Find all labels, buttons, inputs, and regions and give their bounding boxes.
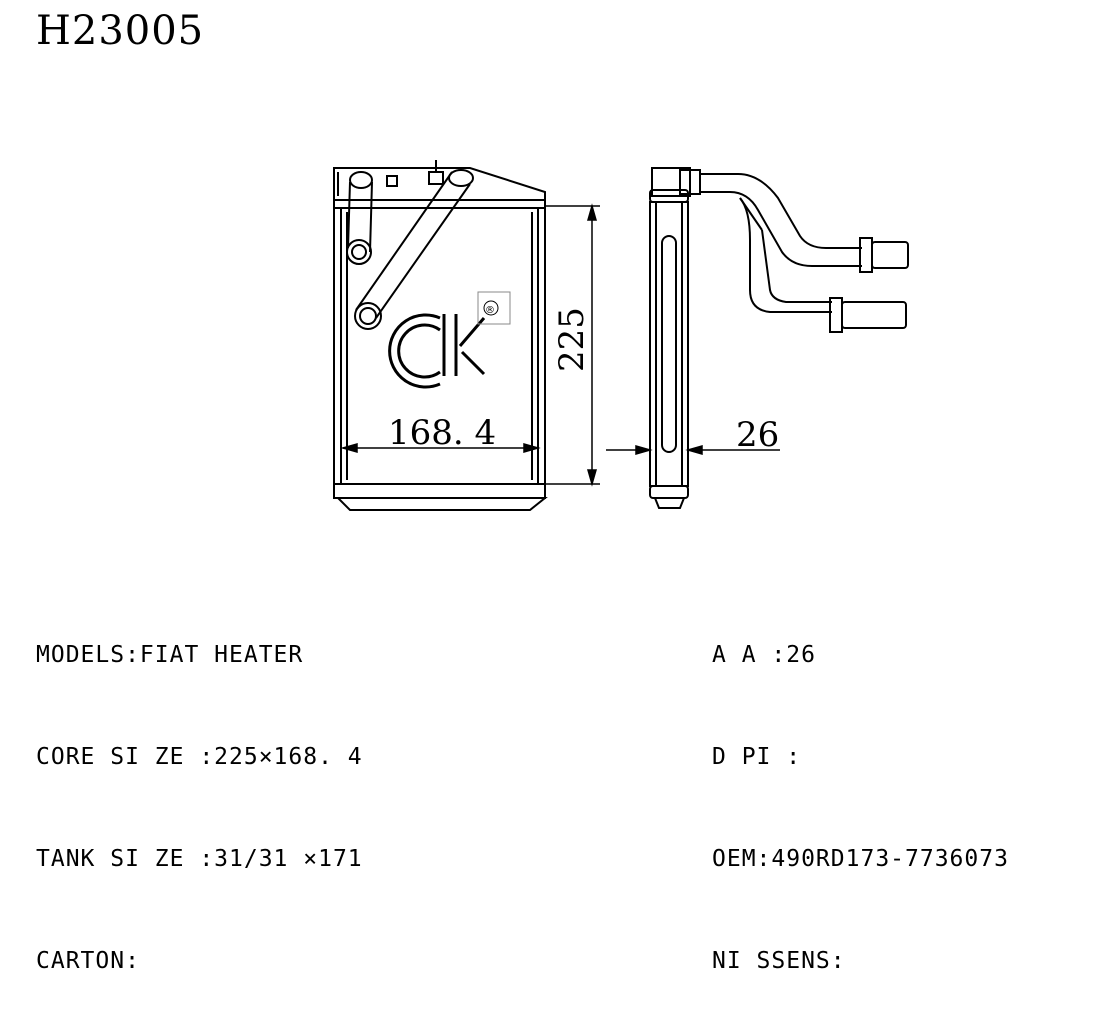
specs-left: MODELS:FIAT HEATER CORE SI ZE :225×168. … xyxy=(36,570,363,1012)
spec-oem: OEM:490RD173-7736073 xyxy=(712,846,1009,872)
spec-tank-size: TANK SI ZE :31/31 ×171 xyxy=(36,846,363,872)
dimension-lines xyxy=(340,203,780,487)
width-dimension-label: 168. 4 xyxy=(388,413,496,453)
front-view xyxy=(333,160,548,511)
spec-models: MODELS:FIAT HEATER xyxy=(36,642,304,668)
registered-mark: ® xyxy=(485,305,495,316)
spec-aa: A A :26 xyxy=(712,642,816,668)
spec-dpi: D PI : xyxy=(712,744,802,770)
thickness-dimension-label: 26 xyxy=(736,415,779,455)
heater-core-drawing: 168. 4 225 26 ® xyxy=(333,160,909,511)
spec-core-size: CORE SI ZE :225×168. 4 xyxy=(36,744,363,770)
specs-right: A A :26 D PI : OEM:490RD173-7736073 NI S… xyxy=(712,570,1009,1012)
spec-nissens: NI SSENS: xyxy=(712,948,846,974)
side-view xyxy=(649,167,909,509)
ck-logo xyxy=(388,291,511,389)
spec-carton: CARTON: xyxy=(36,948,140,974)
height-dimension-label: 225 xyxy=(552,307,592,372)
part-number-title: H23005 xyxy=(36,8,205,54)
